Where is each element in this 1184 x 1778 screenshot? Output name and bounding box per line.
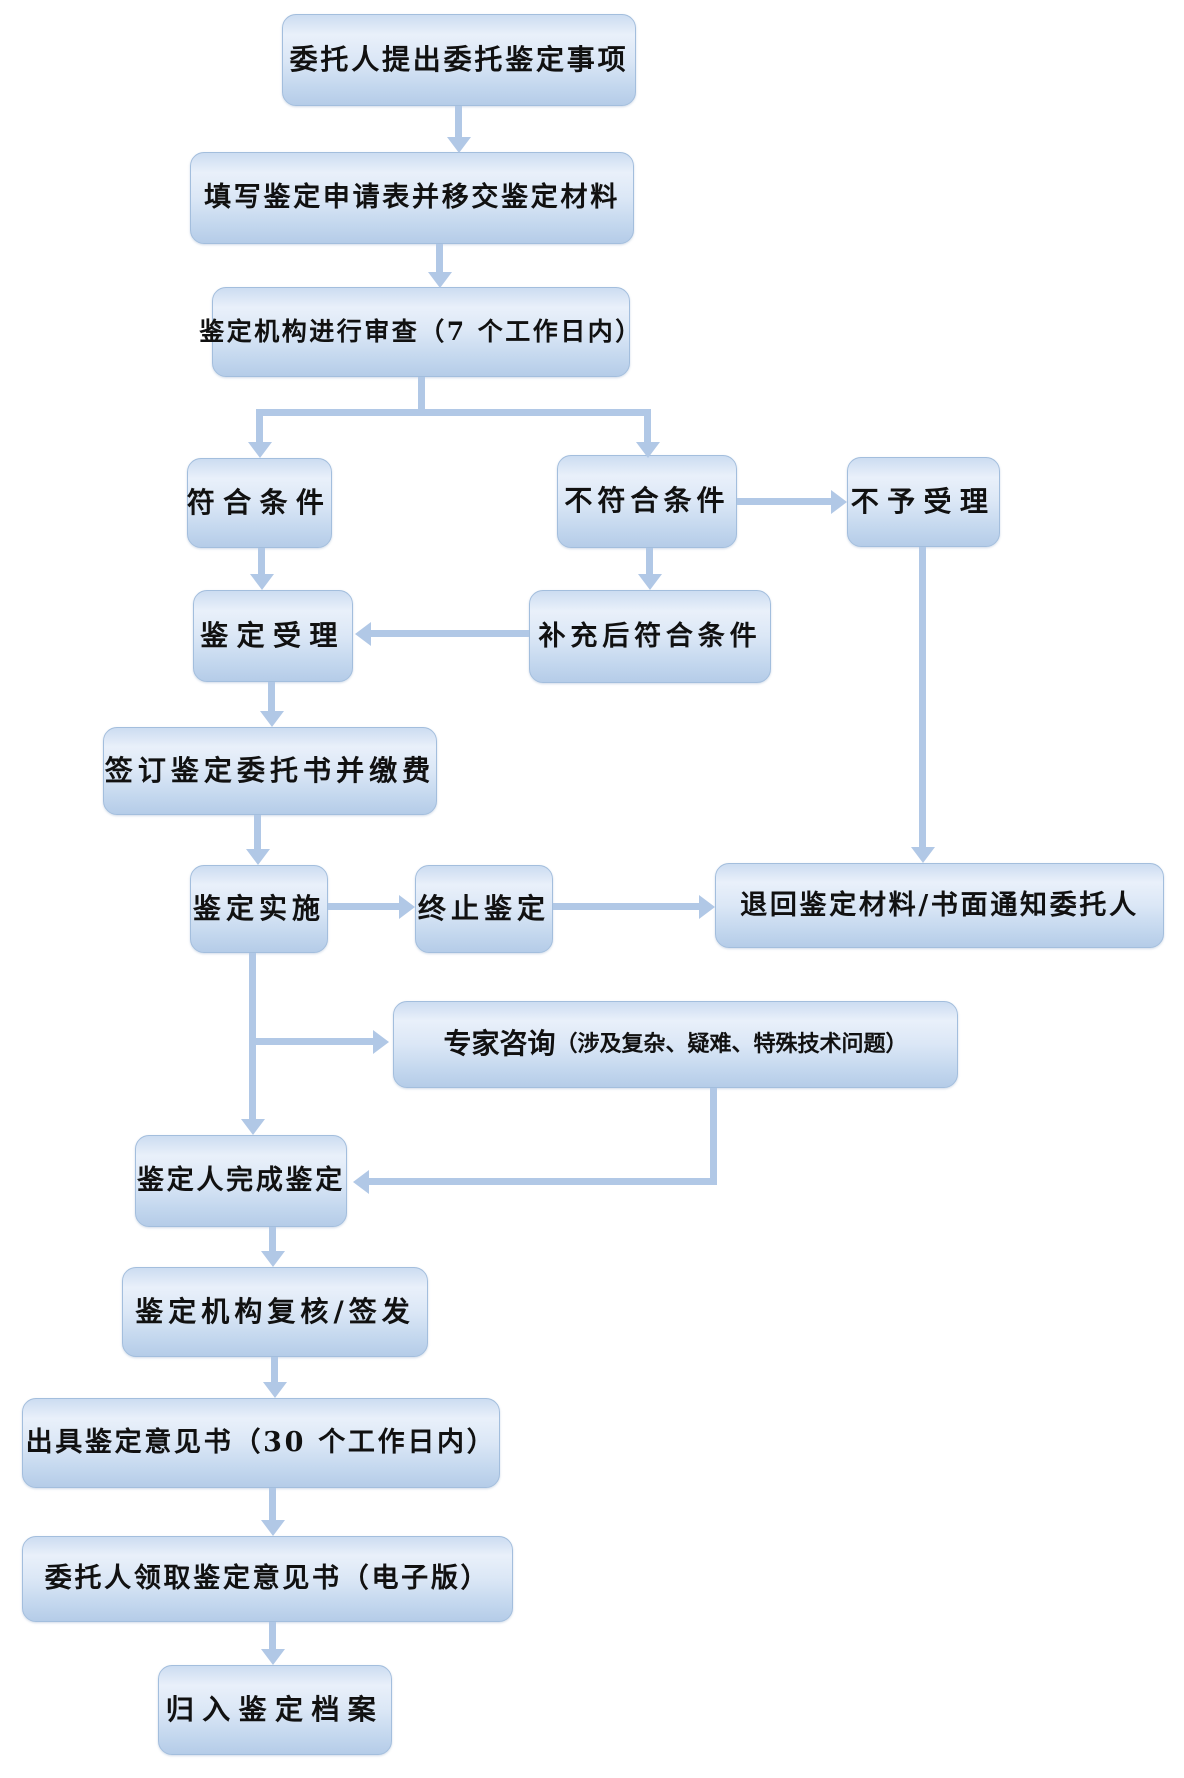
arrow-opinion-to-receive-head: [261, 1520, 285, 1536]
node-terminate: 终止鉴定: [415, 865, 553, 953]
arrow-meets-to-acceptance-shaft: [258, 548, 265, 575]
arrow-fill-application-to-review-shaft: [436, 244, 443, 273]
arrow-receive-to-archive-shaft: [269, 1622, 276, 1649]
arrow-sign-to-implementation-head: [246, 849, 270, 865]
node-client-receive: 委托人领取鉴定意见书（电子版）: [22, 1536, 513, 1622]
arrow-acceptance-to-sign-head: [260, 711, 284, 727]
arrow-acceptance-to-sign-shaft: [268, 682, 275, 711]
node-not-accepted: 不予受理: [847, 457, 1000, 547]
arrow-fill-application-to-review-head: [428, 272, 452, 288]
arrow-meets-to-acceptance-head: [250, 574, 274, 590]
arrow-notmeet-to-supplemented-shaft: [646, 548, 653, 575]
arrow-implementation-to-expert-shaft: [249, 1038, 373, 1045]
connector-review-split-spine: [418, 377, 425, 413]
connector-expert-drop: [710, 1088, 717, 1185]
node-fill-application: 填写鉴定申请表并移交鉴定材料: [190, 152, 634, 244]
arrow-notmeet-to-notaccepted-shaft: [737, 498, 833, 505]
connector-review-split-bar: [256, 409, 651, 416]
arrow-notaccepted-to-return-head: [911, 847, 935, 863]
connector-split-left-drop: [256, 414, 263, 443]
expert-consult-note: （涉及复杂、疑难、特殊技术问题）: [555, 1030, 908, 1057]
arrow-implementation-to-terminate-head: [399, 895, 415, 919]
node-implementation: 鉴定实施: [190, 865, 328, 953]
arrow-supplemented-to-acceptance-shaft: [371, 630, 529, 637]
node-review-issue: 鉴定机构复核/签发: [122, 1267, 428, 1357]
node-not-meet-conditions: 不符合条件: [557, 455, 737, 548]
arrow-client-request-to-fill-application-head: [447, 137, 471, 153]
arrow-supplemented-to-acceptance-head: [355, 622, 371, 646]
expert-consult-label: 专家咨询: [443, 1027, 556, 1061]
node-meets-conditions: 符合条件: [187, 458, 332, 548]
arrow-implementation-to-terminate-shaft: [328, 903, 399, 910]
connector-split-right-drop: [644, 414, 651, 443]
arrow-opinion-to-receive-shaft: [269, 1488, 276, 1520]
node-appraiser-complete: 鉴定人完成鉴定: [135, 1135, 347, 1227]
node-return-materials: 退回鉴定材料/书面通知委托人: [715, 863, 1164, 948]
node-acceptance: 鉴定受理: [193, 590, 353, 682]
arrow-complete-to-review-shaft: [269, 1227, 276, 1251]
arrow-client-request-to-fill-application-shaft: [455, 106, 462, 138]
arrow-implementation-to-expert-head: [373, 1030, 389, 1054]
node-archive: 归入鉴定档案: [158, 1665, 392, 1755]
arrow-terminate-to-return-head: [699, 895, 715, 919]
arrow-receive-to-archive-head: [261, 1649, 285, 1665]
arrow-review-to-opinion-shaft: [271, 1357, 278, 1382]
node-sign-contract-pay: 签订鉴定委托书并缴费: [103, 727, 437, 815]
node-institution-review: 鉴定机构进行审查（7 个工作日内）: [199, 287, 640, 377]
arrow-notmeet-to-notaccepted-head: [831, 490, 847, 514]
node-issue-opinion: 出具鉴定意见书（30 个工作日内）: [22, 1398, 500, 1488]
connector-expert-horizontal: [369, 1178, 717, 1185]
arrow-complete-to-review-head: [261, 1251, 285, 1267]
arrow-split-to-meets-conditions-head: [248, 442, 272, 458]
arrow-notmeet-to-supplemented-head: [638, 574, 662, 590]
arrow-terminate-to-return-shaft: [553, 903, 699, 910]
arrow-implementation-to-complete-head: [241, 1119, 265, 1135]
arrow-review-to-opinion-head: [263, 1382, 287, 1398]
node-client-request: 委托人提出委托鉴定事项: [282, 14, 636, 106]
node-supplemented-meets: 补充后符合条件: [529, 590, 771, 683]
connector-implementation-spine: [249, 953, 256, 1119]
arrow-split-to-not-meet-head: [636, 442, 660, 458]
node-expert-consult: 专家咨询（涉及复杂、疑难、特殊技术问题）: [393, 1001, 958, 1088]
arrow-sign-to-implementation-shaft: [254, 815, 261, 849]
arrow-expert-to-complete-head: [353, 1170, 369, 1194]
arrow-notaccepted-to-return-shaft: [919, 547, 926, 847]
